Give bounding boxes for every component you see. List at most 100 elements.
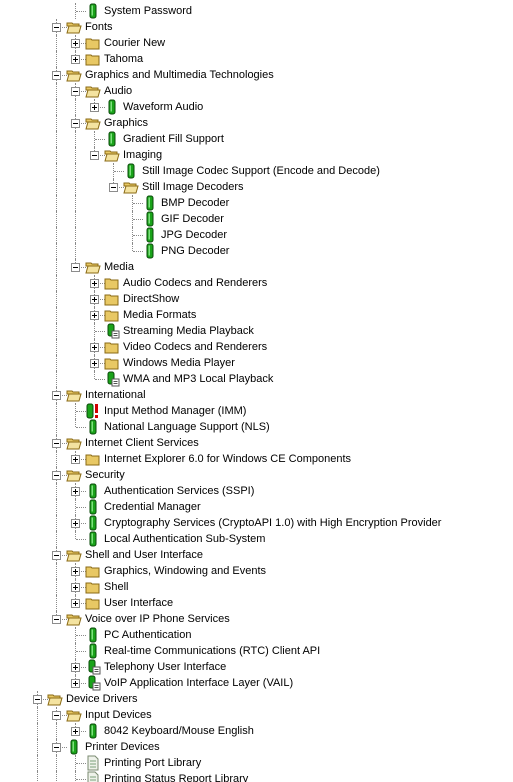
collapse-icon[interactable] <box>33 695 42 704</box>
tree-item-label[interactable]: Internet Explorer 6.0 for Windows CE Com… <box>104 453 352 465</box>
tree-row[interactable]: Still Image Codec Support (Encode and De… <box>0 163 513 179</box>
tree-row[interactable]: Graphics and Multimedia Technologies <box>0 67 513 83</box>
tree-row[interactable]: Telephony User Interface <box>0 659 513 675</box>
tree-row[interactable]: Input Devices <box>0 707 513 723</box>
tree-row[interactable]: Media Formats <box>0 307 513 323</box>
tree-item-label[interactable]: Real-time Communications (RTC) Client AP… <box>104 645 321 657</box>
tree-item-label[interactable]: Printing Status Report Library <box>104 773 249 782</box>
tree-item-label[interactable]: Authentication Services (SSPI) <box>104 485 255 497</box>
tree-item-label[interactable]: Shell <box>104 581 129 593</box>
tree-row[interactable]: Input Method Manager (IMM) <box>0 403 513 419</box>
tree-item-label[interactable]: Shell and User Interface <box>85 549 204 561</box>
tree-item-label[interactable]: Video Codecs and Renderers <box>123 341 268 353</box>
tree-item-label[interactable]: Gradient Fill Support <box>123 133 224 145</box>
expand-icon[interactable] <box>71 663 80 672</box>
tree-row[interactable]: Gradient Fill Support <box>0 131 513 147</box>
tree-item-label[interactable]: PC Authentication <box>104 629 192 641</box>
expand-icon[interactable] <box>90 359 99 368</box>
collapse-icon[interactable] <box>52 743 61 752</box>
expand-icon[interactable] <box>71 487 80 496</box>
tree-row[interactable]: Still Image Decoders <box>0 179 513 195</box>
tree-row[interactable]: Real-time Communications (RTC) Client AP… <box>0 643 513 659</box>
tree-item-label[interactable]: Media <box>104 261 134 273</box>
tree-item-label[interactable]: Voice over IP Phone Services <box>85 613 230 625</box>
tree-item-label[interactable]: Telephony User Interface <box>104 661 227 673</box>
tree-item-label[interactable]: Fonts <box>85 21 113 33</box>
tree-row[interactable]: Device Drivers <box>0 691 513 707</box>
tree-row[interactable]: Printer Devices <box>0 739 513 755</box>
collapse-icon[interactable] <box>52 391 61 400</box>
tree-row[interactable]: User Interface <box>0 595 513 611</box>
collapse-icon[interactable] <box>52 551 61 560</box>
tree-row[interactable]: JPG Decoder <box>0 227 513 243</box>
tree-row[interactable]: Video Codecs and Renderers <box>0 339 513 355</box>
expand-icon[interactable] <box>71 55 80 64</box>
tree-item-label[interactable]: Imaging <box>123 149 163 161</box>
tree-row[interactable]: Audio <box>0 83 513 99</box>
tree-item-label[interactable]: Media Formats <box>123 309 197 321</box>
tree-item-label[interactable]: Input Devices <box>85 709 152 721</box>
tree-item-label[interactable]: WMA and MP3 Local Playback <box>123 373 274 385</box>
collapse-icon[interactable] <box>52 23 61 32</box>
tree-item-label[interactable]: Graphics and Multimedia Technologies <box>85 69 274 81</box>
tree-row[interactable]: Voice over IP Phone Services <box>0 611 513 627</box>
tree-row[interactable]: Local Authentication Sub-System <box>0 531 513 547</box>
tree-item-label[interactable]: JPG Decoder <box>161 229 228 241</box>
collapse-icon[interactable] <box>52 439 61 448</box>
expand-icon[interactable] <box>71 583 80 592</box>
tree-item-label[interactable]: Streaming Media Playback <box>123 325 254 337</box>
tree-item-label[interactable]: Printing Port Library <box>104 757 202 769</box>
tree-item-label[interactable]: Credential Manager <box>104 501 201 513</box>
tree-item-label[interactable]: Waveform Audio <box>123 101 204 113</box>
tree-row[interactable]: Courier New <box>0 35 513 51</box>
tree-row[interactable]: VoIP Application Interface Layer (VAIL) <box>0 675 513 691</box>
tree-row[interactable]: Internet Client Services <box>0 435 513 451</box>
expand-icon[interactable] <box>90 279 99 288</box>
tree-item-label[interactable]: GIF Decoder <box>161 213 224 225</box>
tree-item-label[interactable]: 8042 Keyboard/Mouse English <box>104 725 254 737</box>
tree-row[interactable]: Streaming Media Playback <box>0 323 513 339</box>
tree-row[interactable]: Printing Status Report Library <box>0 771 513 782</box>
expand-icon[interactable] <box>90 343 99 352</box>
tree-item-label[interactable]: BMP Decoder <box>161 197 230 209</box>
tree-row[interactable]: International <box>0 387 513 403</box>
tree-item-label[interactable]: Still Image Codec Support (Encode and De… <box>142 165 380 177</box>
tree-row[interactable]: Shell <box>0 579 513 595</box>
tree-row[interactable]: Imaging <box>0 147 513 163</box>
tree-row[interactable]: Printing Port Library <box>0 755 513 771</box>
tree-item-label[interactable]: Audio <box>104 85 133 97</box>
tree-row[interactable]: Cryptography Services (CryptoAPI 1.0) wi… <box>0 515 513 531</box>
expand-icon[interactable] <box>71 599 80 608</box>
tree-item-label[interactable]: Device Drivers <box>66 693 138 705</box>
tree-item-label[interactable]: Courier New <box>104 37 166 49</box>
tree-row[interactable]: Security <box>0 467 513 483</box>
expand-icon[interactable] <box>90 311 99 320</box>
tree-row[interactable]: PNG Decoder <box>0 243 513 259</box>
tree-item-label[interactable]: Security <box>85 469 125 481</box>
expand-icon[interactable] <box>71 727 80 736</box>
collapse-icon[interactable] <box>71 119 80 128</box>
tree-item-label[interactable]: VoIP Application Interface Layer (VAIL) <box>104 677 294 689</box>
collapse-icon[interactable] <box>109 183 118 192</box>
tree-row[interactable]: Audio Codecs and Renderers <box>0 275 513 291</box>
tree-item-label[interactable]: Graphics <box>104 117 149 129</box>
expand-icon[interactable] <box>71 679 80 688</box>
tree-item-label[interactable]: Local Authentication Sub-System <box>104 533 266 545</box>
tree-item-label[interactable]: Input Method Manager (IMM) <box>104 405 247 417</box>
tree-row[interactable]: Tahoma <box>0 51 513 67</box>
tree-row[interactable]: Waveform Audio <box>0 99 513 115</box>
tree-item-label[interactable]: National Language Support (NLS) <box>104 421 270 433</box>
collapse-icon[interactable] <box>71 87 80 96</box>
tree-row[interactable]: 8042 Keyboard/Mouse English <box>0 723 513 739</box>
expand-icon[interactable] <box>90 295 99 304</box>
tree-row[interactable]: Graphics <box>0 115 513 131</box>
tree-item-label[interactable]: Printer Devices <box>85 741 160 753</box>
expand-icon[interactable] <box>71 567 80 576</box>
collapse-icon[interactable] <box>90 151 99 160</box>
expand-icon[interactable] <box>71 455 80 464</box>
collapse-icon[interactable] <box>52 471 61 480</box>
tree-item-label[interactable]: International <box>85 389 146 401</box>
tree-row[interactable]: Graphics, Windowing and Events <box>0 563 513 579</box>
tree-item-label[interactable]: PNG Decoder <box>161 245 230 257</box>
